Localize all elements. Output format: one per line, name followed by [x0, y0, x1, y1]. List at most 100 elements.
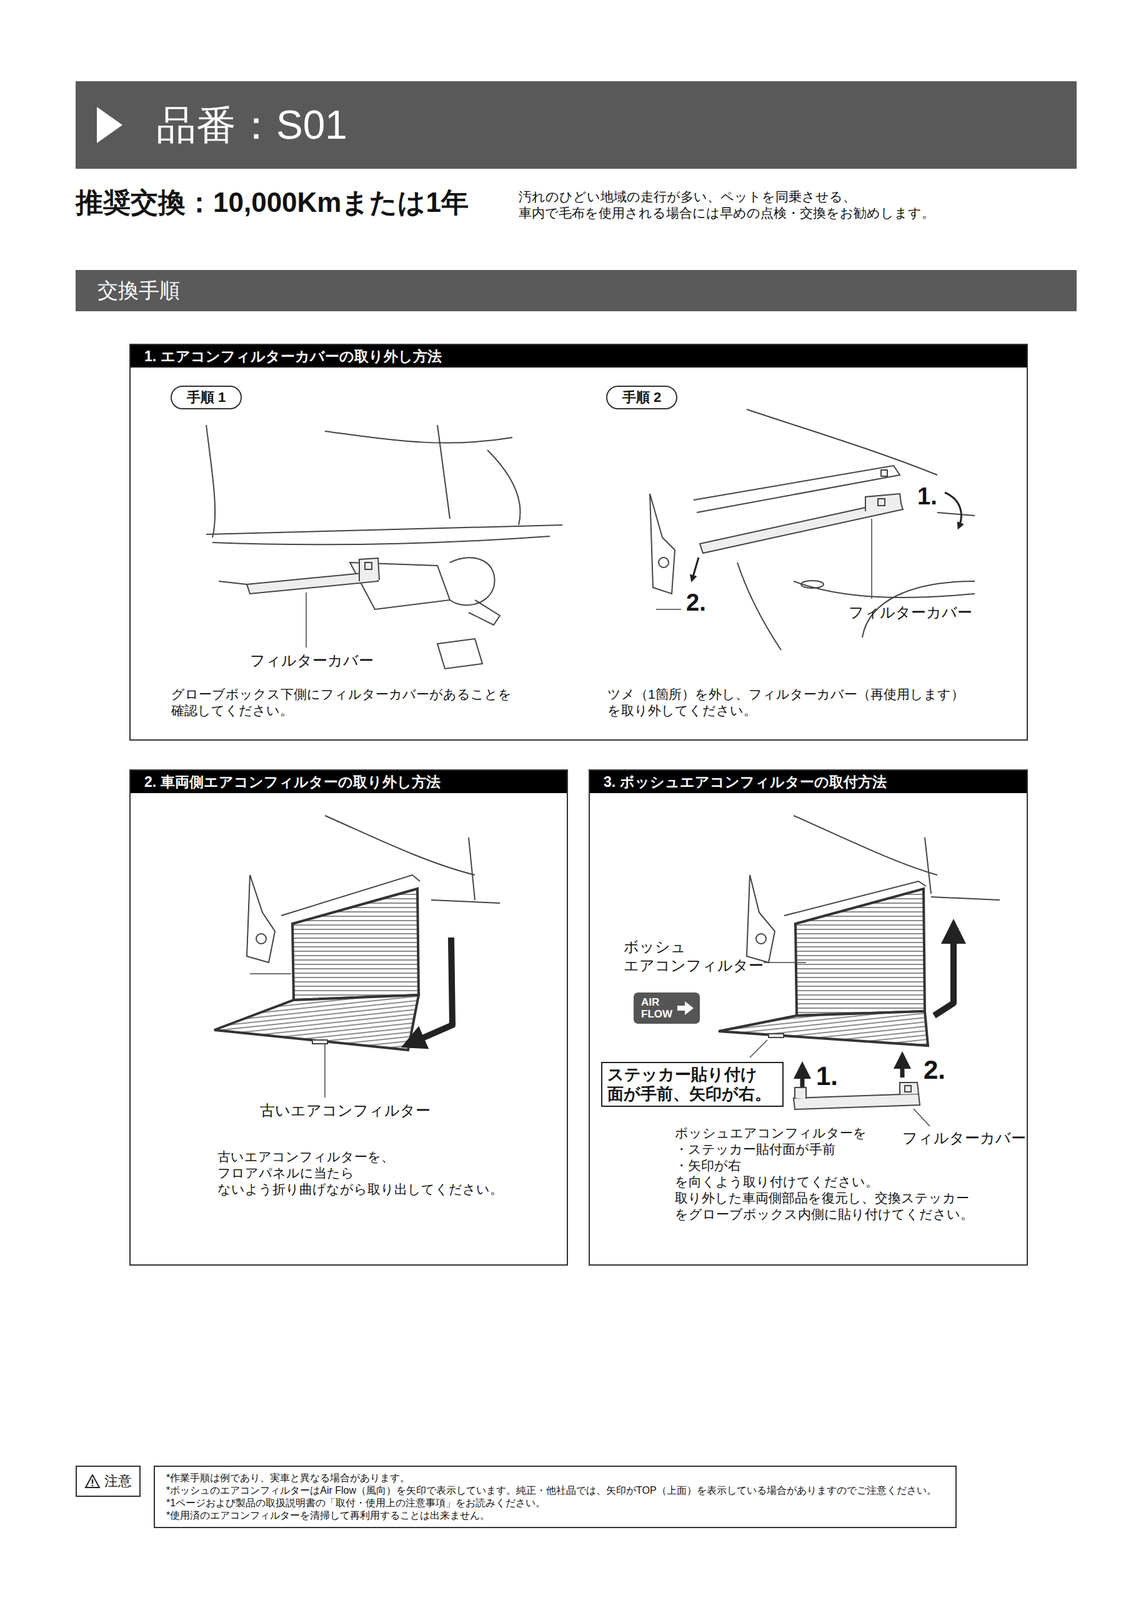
step4-drawing-part [899, 1082, 919, 1095]
airflow-arrow [676, 999, 695, 1017]
step1-drawing-part [206, 424, 215, 538]
step4-drawing-part [768, 1033, 784, 1038]
node-text: 手順 1 [186, 388, 226, 407]
step3-drawing-part [412, 937, 453, 1043]
node-text: ステッカー貼り付け 面が手前、矢印が右。 [607, 1064, 778, 1104]
step2-drawing-part [649, 493, 675, 594]
header-band-part [75, 81, 1077, 169]
part-label: ボッシュ エアコンフィルター [623, 937, 767, 975]
step1-drawing-part [246, 571, 379, 594]
step1-drawing-part [212, 536, 550, 545]
instruction-text: 取り外した車両側部品を復元し、交換ステッカー をグローブボックス内側に貼り付けて… [674, 1189, 975, 1223]
step1-drawing-part [364, 562, 372, 570]
step3-drawing [214, 815, 500, 1098]
step3-drawing-part [292, 888, 419, 1000]
step2-drawing-part [658, 557, 669, 568]
step4-drawing-part [749, 1039, 768, 1058]
step4-drawing-part [913, 1108, 930, 1127]
step-pill: 手順 2 [606, 385, 678, 410]
step2-drawing-part [793, 581, 975, 598]
warning-triangle [85, 1474, 100, 1488]
step2-drawing-part [871, 518, 873, 599]
part-label: 古いエアコンフィルター [259, 1101, 431, 1120]
callout-number: 1. [816, 1059, 838, 1093]
step1-drawing-part [487, 449, 521, 525]
step3-drawing-part [249, 972, 292, 975]
caution-notes: *作業手順は例であり、実車と異なる場合があります。*ボッシュのエアコンフィルター… [153, 1465, 957, 1528]
step4-drawing-part [794, 1087, 807, 1099]
step3-drawing-part [324, 1043, 326, 1098]
callout-number: 1. [917, 481, 938, 512]
node-text: *1ページおよび製品の取扱説明書の「取付・使用上の注意事項」をお読みください。 [166, 1496, 945, 1510]
step4-drawing-part [800, 1069, 805, 1088]
caution-label: 注意 [75, 1465, 141, 1497]
callout-box: ステッカー貼り付け 面が手前、矢印が右。 [601, 1061, 784, 1107]
node-text: 注意 [104, 1470, 132, 1492]
step2-drawing-part [937, 512, 975, 516]
step4-drawing-part [934, 931, 954, 1016]
instruction-text: を向くよう取り付けてください。 [674, 1173, 879, 1190]
warning-mark [91, 1479, 94, 1486]
warning-icon [84, 1473, 101, 1489]
step4-drawing-part [793, 1093, 920, 1110]
header-band [75, 81, 1077, 169]
step4-drawing-part [746, 874, 775, 963]
step4-drawing-part [793, 815, 938, 875]
step4-drawing-part [795, 888, 925, 1016]
node-text: *作業手順は例であり、実車と異なる場合があります。 [166, 1471, 945, 1485]
instruction-text: ・矢印が右 [674, 1157, 742, 1174]
node-text: 3. ボッシュエアコンフィルターの取付方法 [589, 770, 1027, 793]
part-label: フィルターカバー [902, 1128, 1027, 1148]
step2-drawing-part [692, 557, 699, 579]
step1-drawing-part [324, 431, 513, 444]
step2-drawing-part [865, 493, 902, 512]
step4-drawing-part [900, 1059, 905, 1078]
instruction-text: ボッシュエアコンフィルターを [674, 1124, 867, 1141]
header-band-part [96, 106, 123, 144]
step1-drawing-part [218, 581, 247, 585]
instruction-text: ・ステッカー貼付面が手前 [674, 1140, 836, 1158]
step1-drawing-part [206, 524, 563, 535]
step3-drawing-part [256, 933, 267, 944]
instruction-text: ツメ（1箇所）を外し、フィルターカバー（再使用します） を取り外してください。 [607, 686, 983, 719]
step-panel: 1. エアコンフィルターカバーの取り外し方法手順 1 手順 2 [129, 343, 1028, 741]
node-text: 1. エアコンフィルターカバーの取り外し方法 [130, 344, 1027, 368]
step3-drawing-part [431, 899, 500, 903]
instruction-text: 古いエアコンフィルターを、フロアパネルに当たら ないよう折り曲げながら取り出して… [217, 1148, 530, 1198]
section-band: 交換手順 [75, 269, 1077, 312]
step3-drawing-part [324, 815, 475, 875]
page-title: 品番：S01 [156, 99, 348, 150]
step4-drawing-part [763, 961, 807, 963]
interval-heading: 推奨交換：10,000Kmまたは1年 [75, 184, 469, 220]
part-label: フィルターカバー [848, 602, 973, 622]
step3-drawing-part [468, 837, 475, 900]
step1-drawing-part [305, 592, 307, 648]
step2-drawing-part [737, 562, 782, 650]
step2-drawing-part [801, 580, 824, 588]
step2-drawing-part [656, 608, 682, 610]
node-text: 交換手順 [75, 269, 1077, 312]
step-pill: 手順 1 [170, 385, 242, 410]
step1-drawing-part [468, 599, 500, 625]
step2-drawing-part [944, 492, 962, 527]
step1-drawing-part [437, 424, 450, 519]
note-text: 汚れのひどい地域の走行が多い、ペットを同乗させる、 車内で毛布を使用される場合に… [518, 188, 994, 222]
step2-drawing [649, 409, 975, 650]
step2-drawing-part [881, 469, 888, 477]
step3-drawing-part [312, 1039, 328, 1044]
node-text: *ボッシュのエアコンフィルターはAir Flow（風向）を矢印で表示しています。… [166, 1484, 945, 1497]
airflow-arrow-shape [677, 1001, 694, 1015]
airflow-badge: AIR FLOW [633, 992, 700, 1024]
step1-drawing-part [437, 638, 483, 669]
step3-drawing-part [246, 874, 275, 963]
callout-number: 2. [923, 1052, 946, 1087]
step4-drawing-part [756, 933, 767, 944]
node-text: *使用済のエアコンフィルターを清掃して再利用することは出来ません。 [166, 1509, 945, 1522]
node-text: AIR FLOW [641, 996, 673, 1020]
step2-drawing-part [746, 409, 938, 475]
step2-drawing-part [877, 498, 885, 506]
node-text: 手順 2 [622, 388, 662, 407]
step1-drawing-part [449, 557, 495, 605]
